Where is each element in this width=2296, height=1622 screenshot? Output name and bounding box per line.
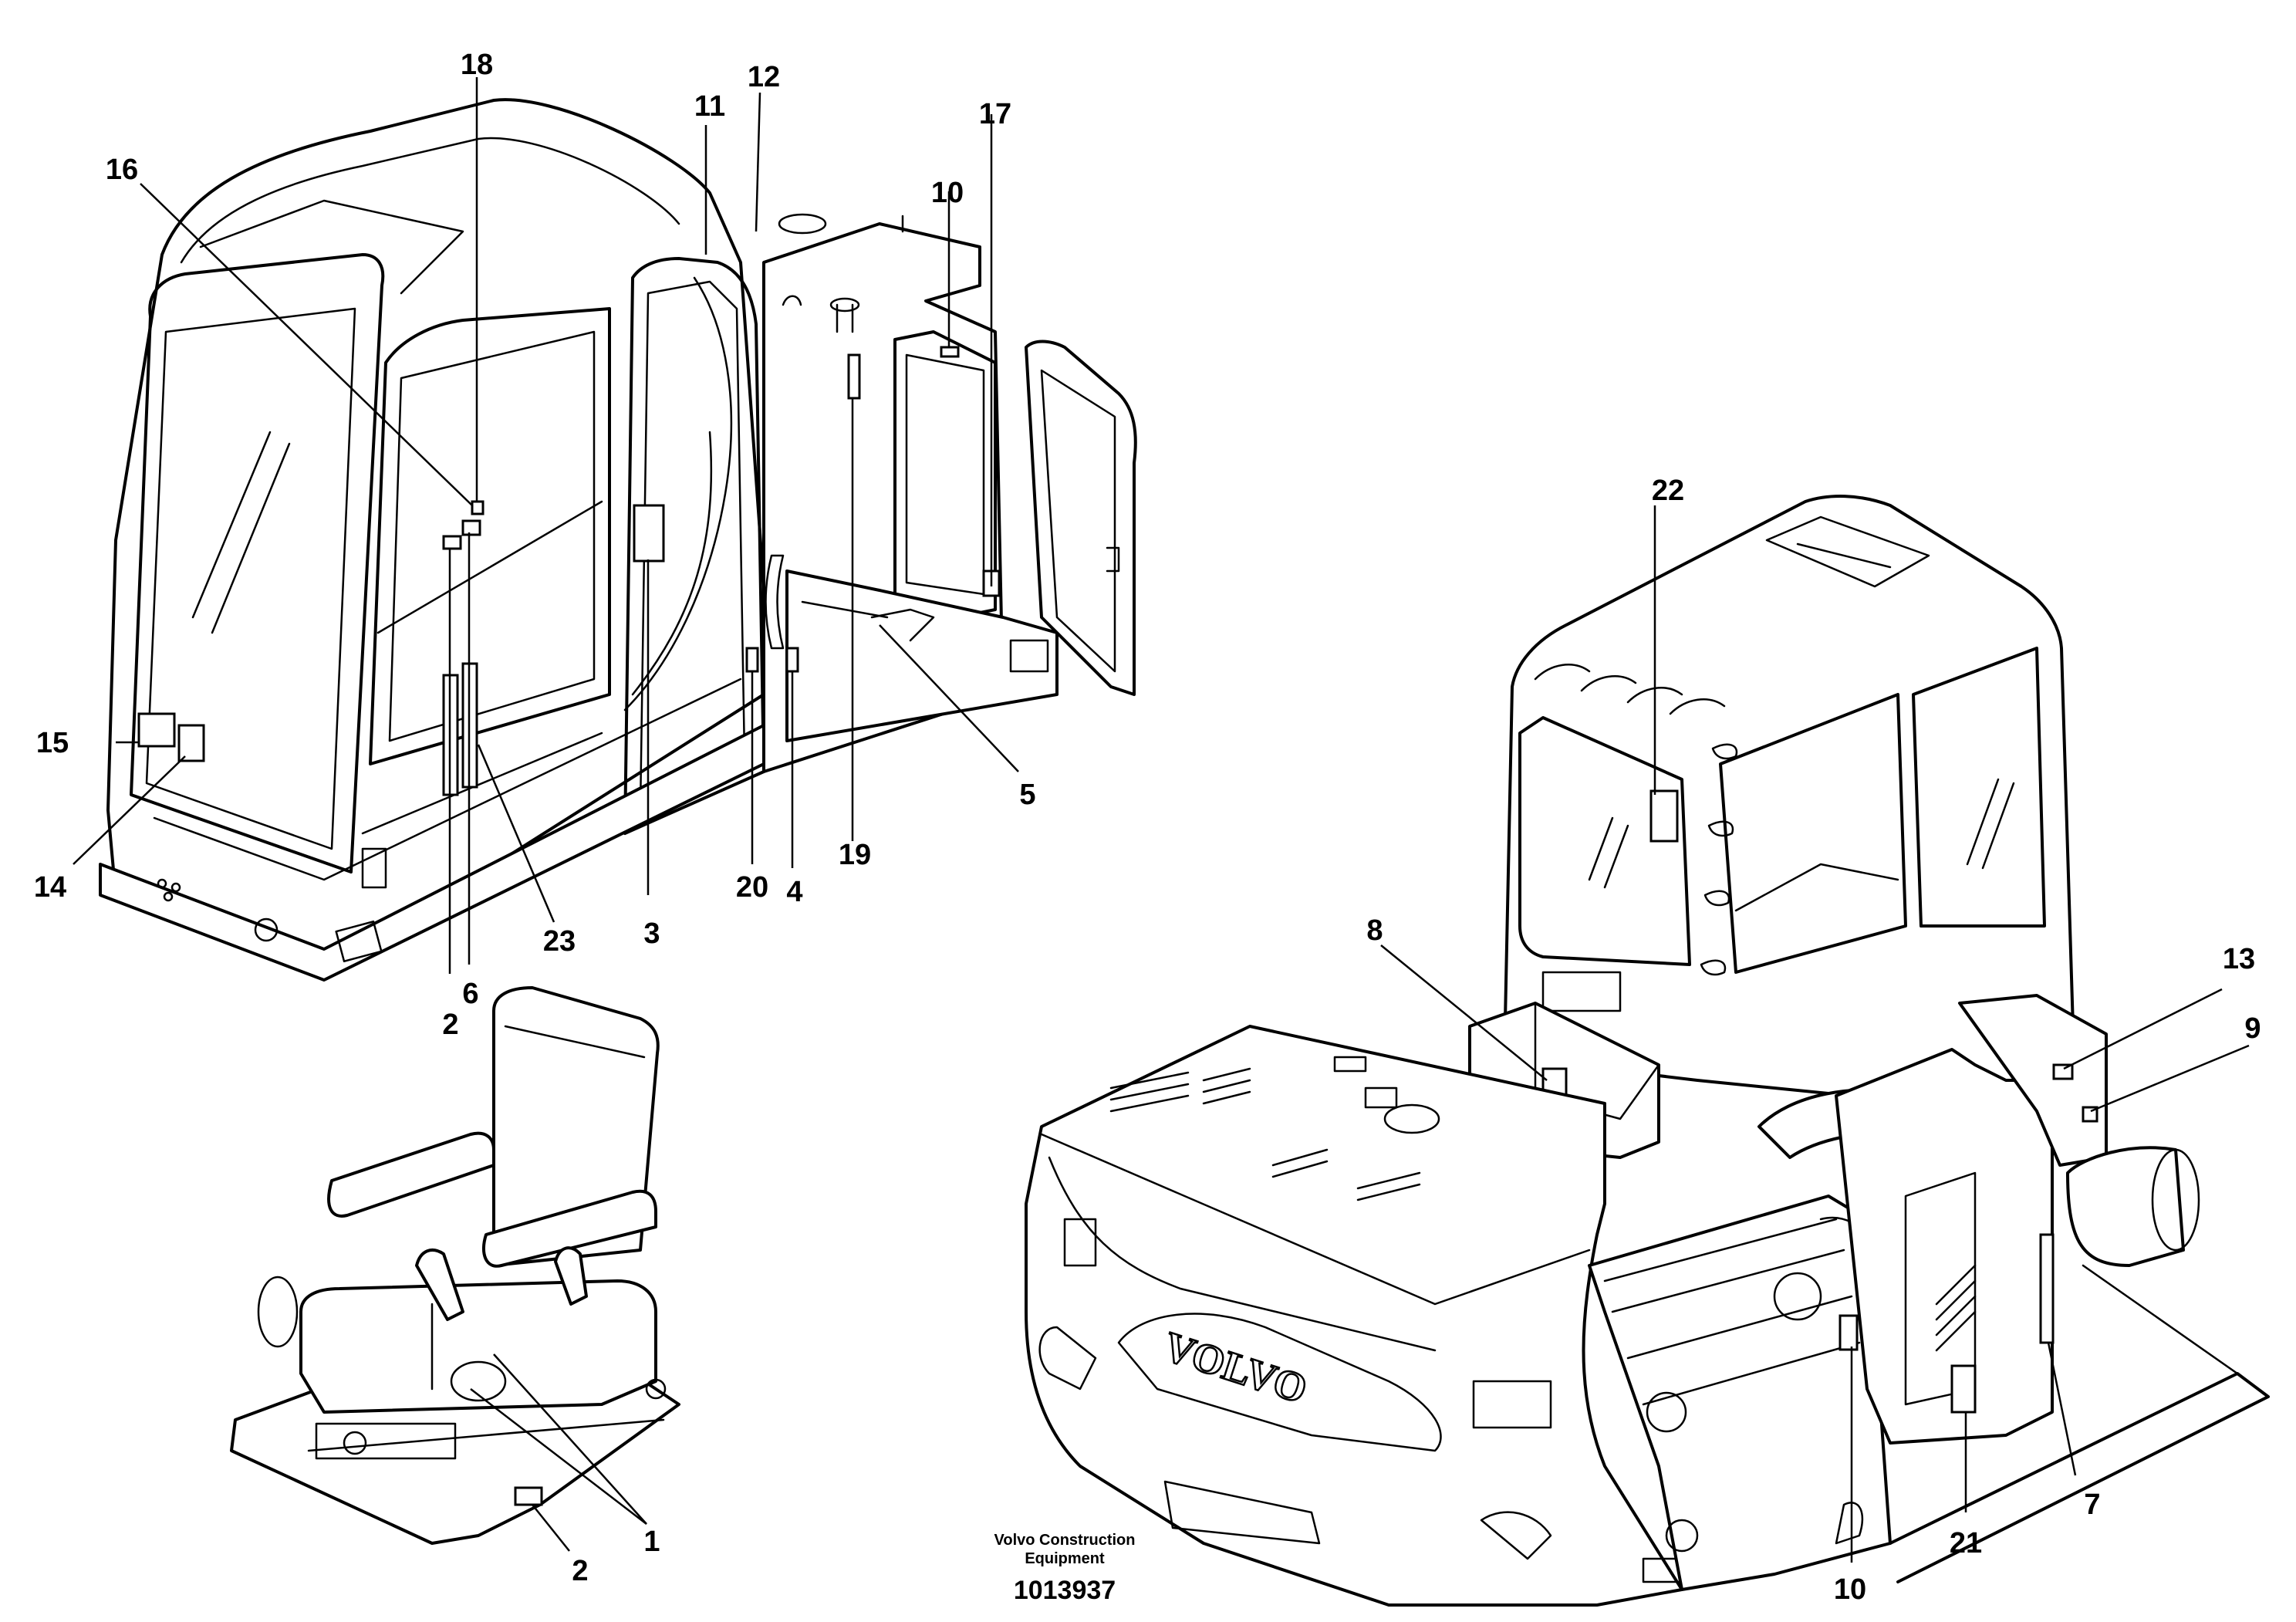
callout-22: 22 — [1652, 475, 1684, 507]
machine-rear-drawing: VOLVO — [1025, 495, 2270, 1607]
callout-14: 14 — [34, 871, 66, 904]
callout-3: 3 — [643, 917, 660, 950]
callout-23: 23 — [543, 925, 576, 958]
callout-13: 13 — [2223, 943, 2255, 975]
callout-9: 9 — [2244, 1012, 2261, 1045]
cab-drawing — [99, 98, 765, 982]
callout-19: 19 — [839, 839, 871, 871]
callout-8: 8 — [1366, 914, 1383, 947]
callout-15: 15 — [36, 727, 69, 759]
callout-1: 1 — [643, 1526, 660, 1558]
seat-drawing — [230, 986, 680, 1545]
callout-18: 18 — [461, 49, 493, 81]
callout-10-housing: 10 — [931, 177, 964, 209]
leader-lines — [73, 77, 2250, 1563]
callout-12: 12 — [748, 61, 780, 93]
callout-6: 6 — [462, 978, 478, 1010]
document-number: 1013937 — [1014, 1576, 1116, 1605]
callout-2-seat: 2 — [572, 1555, 588, 1587]
company-name: Volvo Construction — [994, 1532, 1136, 1549]
callout-17: 17 — [979, 98, 1011, 130]
callout-16: 16 — [106, 154, 138, 186]
callout-21: 21 — [1950, 1527, 1982, 1559]
callout-20: 20 — [736, 871, 768, 904]
callout-7: 7 — [2084, 1489, 2100, 1521]
callout-5: 5 — [1019, 779, 1035, 811]
figure-caption: Volvo Construction Equipment 1013937 — [994, 1532, 1136, 1605]
callout-labels: 18 11 12 17 16 10 15 5 14 19 20 4 23 3 2… — [34, 49, 2261, 1606]
housing-drawing — [745, 213, 1137, 773]
company-name-line2: Equipment — [1025, 1550, 1105, 1567]
callout-10-engine: 10 — [1834, 1573, 1866, 1606]
callout-2-cab: 2 — [442, 1009, 458, 1041]
callout-4: 4 — [786, 876, 802, 908]
callout-11: 11 — [694, 90, 725, 123]
